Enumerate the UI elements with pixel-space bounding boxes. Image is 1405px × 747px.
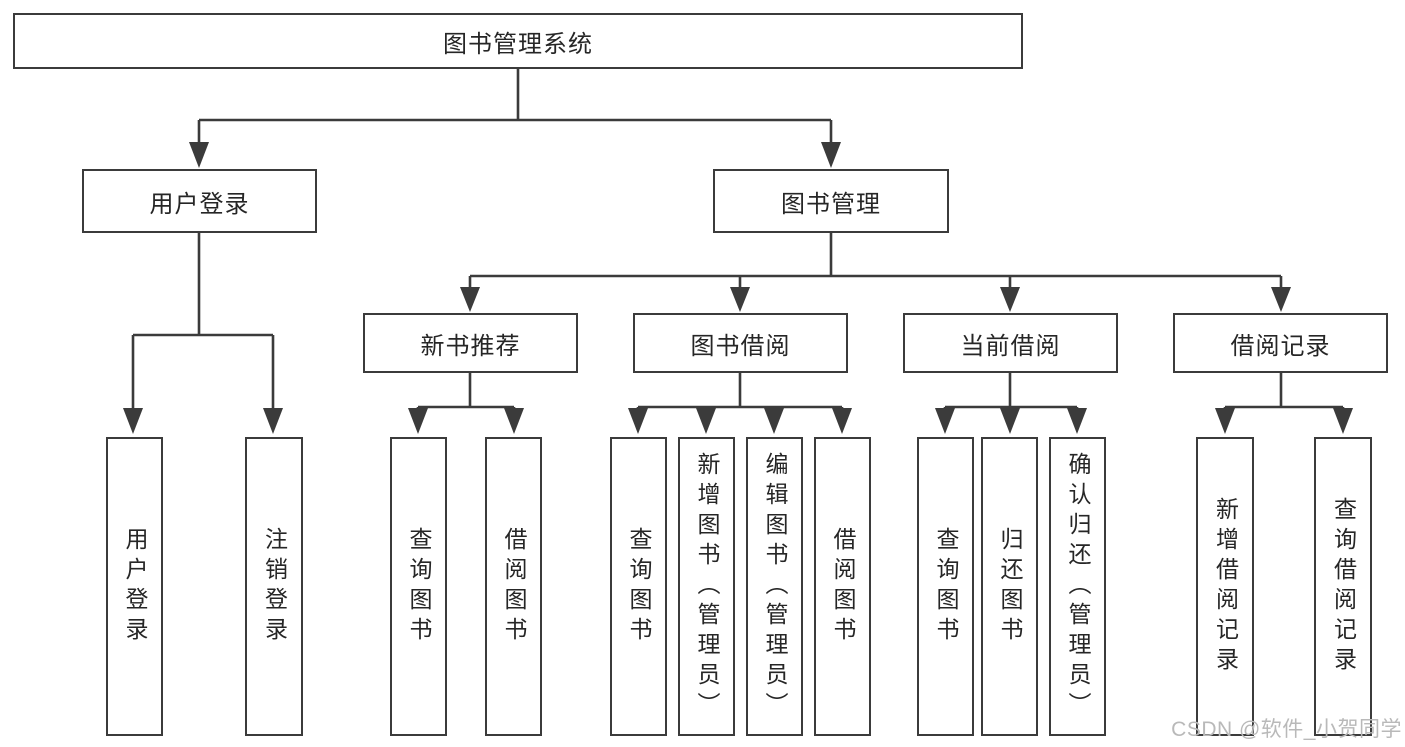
node-leaf-borrow-books: 借阅图书 [485, 437, 542, 736]
node-book-manage: 图书管理 [713, 169, 949, 233]
leaf-label: 归还图书 [997, 526, 1023, 647]
arrow-down-icon [832, 408, 852, 434]
arrow-down-icon [1067, 408, 1087, 434]
arrow-down-icon [730, 287, 750, 312]
node-label: 新书推荐 [420, 332, 521, 360]
arrow-down-icon [1271, 287, 1291, 312]
node-leaf-query-books: 查询图书 [610, 437, 667, 736]
leaf-label: 借阅图书 [830, 526, 856, 647]
connector-line [636, 373, 844, 412]
node-new-book-recommend: 新书推荐 [363, 313, 578, 373]
connector-records-to-leaves [1215, 373, 1353, 434]
leaf-label: 新增借阅记录 [1212, 496, 1239, 677]
node-leaf-query-borrow-record: 查询借阅记录 [1314, 437, 1372, 736]
leaf-label: 确认归还（管理员） [1065, 451, 1091, 722]
connector-manage-to-level2 [460, 233, 1291, 312]
node-root-system: 图书管理系统 [13, 13, 1023, 69]
arrow-down-icon [821, 142, 841, 168]
connector-borrow-to-leaves [628, 373, 852, 434]
connector-login-to-leaves [123, 233, 283, 434]
arrow-down-icon [1333, 408, 1353, 434]
node-label: 图书借阅 [690, 332, 791, 360]
leaf-label: 查询图书 [406, 526, 432, 647]
connector-line [468, 233, 1283, 290]
node-leaf-logout: 注销登录 [245, 437, 303, 736]
node-leaf-borrow-books: 借阅图书 [814, 437, 871, 736]
leaf-label: 用户登录 [122, 526, 148, 647]
arrow-down-icon [696, 408, 716, 434]
node-book-borrow: 图书借阅 [633, 313, 848, 373]
arrow-down-icon [189, 142, 209, 168]
arrow-down-icon [1000, 287, 1020, 312]
leaf-label: 查询图书 [933, 526, 959, 647]
node-leaf-query-books: 查询图书 [390, 437, 447, 736]
leaf-label: 注销登录 [261, 526, 288, 647]
watermark: CSDN @软件_小贺同学 [1171, 718, 1402, 741]
node-leaf-return-books: 归还图书 [981, 437, 1038, 736]
node-label: 借阅记录 [1230, 332, 1331, 360]
arrow-down-icon [504, 408, 524, 434]
connector-current-to-leaves [935, 373, 1087, 434]
leaf-label: 借阅图书 [501, 526, 527, 647]
connector-line [1223, 373, 1345, 412]
arrow-down-icon [263, 408, 283, 434]
node-leaf-add-books-admin: 新增图书（管理员） [678, 437, 735, 736]
node-label: 图书管理系统 [443, 30, 593, 58]
node-borrow-records: 借阅记录 [1173, 313, 1388, 373]
arrow-down-icon [408, 408, 428, 434]
arrow-down-icon [935, 408, 955, 434]
leaf-label: 查询图书 [626, 526, 652, 647]
leaf-label: 新增图书（管理员） [694, 451, 720, 722]
arrow-down-icon [123, 408, 143, 434]
node-leaf-confirm-return-admin: 确认归还（管理员） [1049, 437, 1106, 736]
node-leaf-edit-books-admin: 编辑图书（管理员） [746, 437, 803, 736]
arrow-down-icon [1000, 408, 1020, 434]
node-leaf-add-borrow-record: 新增借阅记录 [1196, 437, 1254, 736]
arrow-down-icon [628, 408, 648, 434]
leaf-label: 查询借阅记录 [1330, 496, 1357, 677]
connector-recommend-to-leaves [408, 373, 524, 434]
node-leaf-query-books: 查询图书 [917, 437, 974, 736]
connector-line [416, 373, 516, 412]
node-label: 图书管理 [781, 190, 881, 218]
connector-line [197, 69, 833, 146]
node-label: 当前借阅 [960, 332, 1061, 360]
leaf-label: 编辑图书（管理员） [762, 451, 788, 722]
connector-line [131, 233, 275, 412]
arrow-down-icon [460, 287, 480, 312]
node-label: 用户登录 [149, 190, 250, 218]
node-user-login: 用户登录 [82, 169, 317, 233]
arrow-down-icon [764, 408, 784, 434]
arrow-down-icon [1215, 408, 1235, 434]
connector-line [943, 373, 1079, 412]
node-current-borrow: 当前借阅 [903, 313, 1118, 373]
connector-root-to-level1 [189, 69, 841, 168]
node-leaf-user-login: 用户登录 [106, 437, 163, 736]
